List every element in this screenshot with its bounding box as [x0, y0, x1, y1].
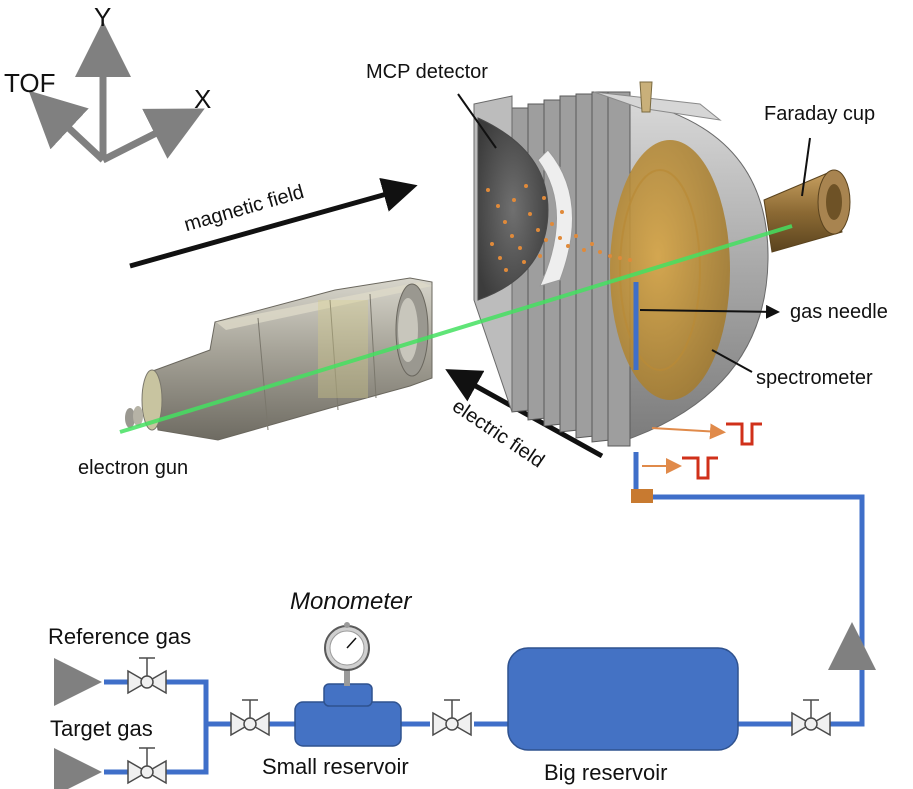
mcp-detector: [473, 95, 573, 413]
valve-between-reservoirs: [432, 699, 472, 737]
needle-elbow: [631, 489, 653, 503]
spectrometer-pointer-line: [711, 349, 753, 373]
gas-needle-label: gas needle: [790, 301, 888, 323]
gas-pipes: [104, 494, 865, 775]
needle-pointer-line: [639, 304, 780, 319]
coordinate-axes: [28, 21, 205, 164]
mcp-pointer-line: [457, 93, 497, 149]
voltage-pulses: [642, 422, 762, 480]
electrode-stack: [511, 91, 631, 447]
small-reservoir-label: Small reservoir: [262, 754, 409, 779]
magnetic-field-arrow: [129, 177, 418, 269]
spectrometer-body: [511, 81, 769, 447]
monometer-gauge: [324, 622, 370, 686]
pulse-upper: [726, 422, 762, 446]
electron-beam: [119, 224, 793, 434]
x-axis-label: X: [194, 84, 212, 114]
big-reservoir: [507, 647, 739, 751]
faraday-pointer-line: [801, 137, 811, 197]
ion-particles: [486, 184, 632, 272]
tof-axis-arrow: [28, 90, 106, 163]
faraday-cup-label: Faraday cup: [764, 103, 876, 125]
y-axis-label: Y: [94, 2, 112, 32]
valve-small-inlet: [230, 699, 270, 737]
target-gas-label: Target gas: [50, 716, 153, 741]
mcp-detector-label: MCP detector: [366, 61, 488, 83]
electron-gun-label: electron gun: [78, 457, 189, 479]
pulse-arrow-upper: [651, 423, 726, 440]
valve-outlet: [791, 699, 831, 737]
small-reservoir: [294, 683, 402, 747]
spectrometer-label: spectrometer: [756, 367, 873, 389]
reference-gas-label: Reference gas: [48, 624, 192, 649]
pulse-lower: [682, 456, 718, 480]
valve-target: [127, 747, 167, 785]
x-axis-arrow: [101, 108, 205, 164]
monometer-label: Monometer: [290, 588, 412, 615]
valve-reference: [127, 657, 167, 695]
tof-axis-label: TOF: [4, 68, 56, 98]
big-reservoir-label: Big reservoir: [544, 760, 668, 785]
faraday-cup: [763, 169, 851, 253]
